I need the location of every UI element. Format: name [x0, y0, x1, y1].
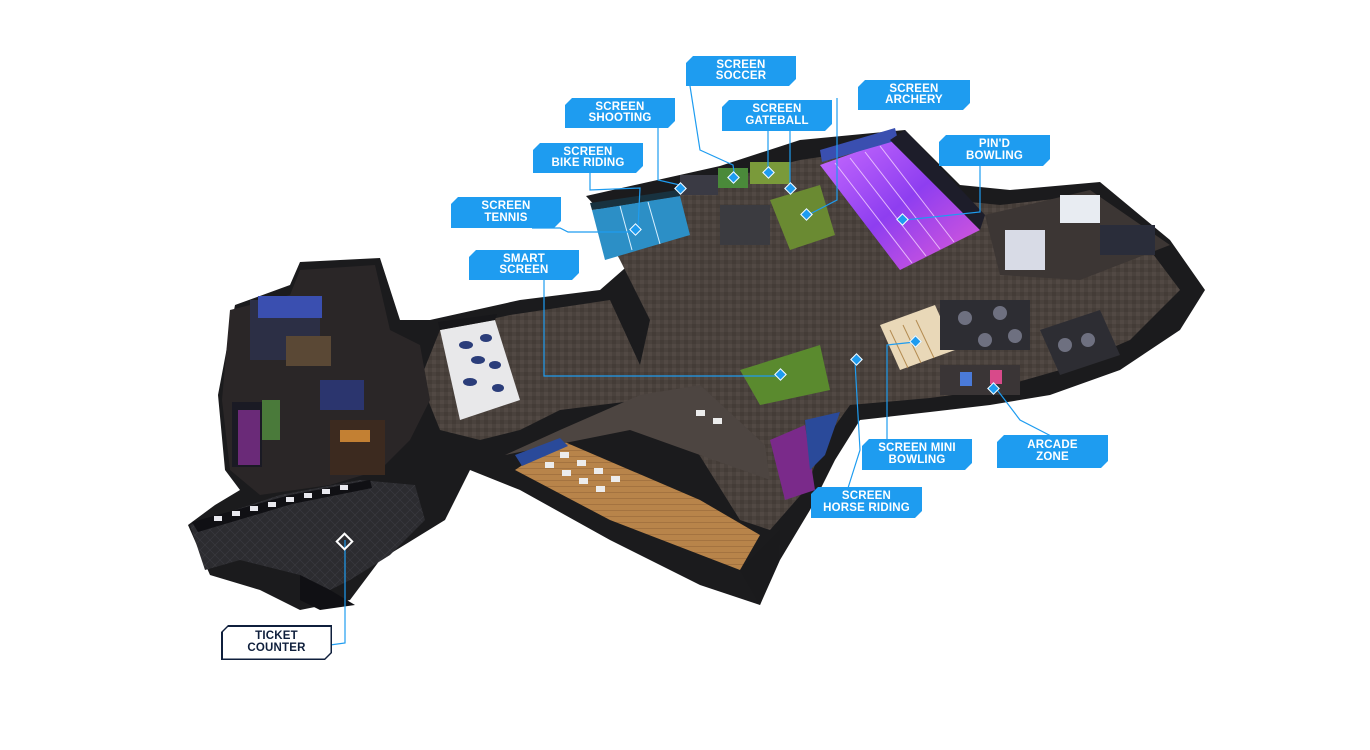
right-wing	[985, 190, 1170, 280]
label-screen-horse-riding[interactable]: SCREEN HORSE RIDING	[811, 487, 922, 518]
label-screen-archery-line1: SCREEN	[889, 82, 939, 95]
label-screen-bike-riding[interactable]: SCREEN BIKE RIDING	[533, 143, 643, 173]
label-screen-horse-riding-line1: SCREEN	[841, 490, 892, 502]
label-smart-screen[interactable]: SMART SCREEN	[469, 250, 579, 280]
label-screen-mini-bowling-line2: BOWLING	[888, 453, 946, 466]
label-ticket-counter[interactable]: TICKET COUNTER	[221, 625, 332, 660]
label-screen-gateball[interactable]: SCREEN GATEBALL	[722, 100, 832, 131]
label-arcade-zone-line1: ARCADE	[1027, 439, 1078, 451]
label-smart-screen-line1: SMART	[503, 252, 545, 265]
label-smart-screen-line2: SCREEN	[499, 264, 549, 276]
left-rooms	[222, 265, 430, 495]
label-screen-shooting[interactable]: SCREEN SHOOTING	[565, 98, 675, 128]
label-screen-mini-bowling[interactable]: SCREEN MINI BOWLING	[862, 439, 972, 470]
smart-screen-room	[438, 314, 520, 420]
label-screen-gateball-line2: GATEBALL	[745, 114, 809, 127]
label-screen-tennis-line1: SCREEN	[481, 200, 531, 212]
dining-hall	[505, 385, 780, 605]
label-screen-soccer-line2: SOCCER	[715, 70, 767, 82]
bowling-lanes	[820, 128, 985, 270]
label-screen-mini-bowling-line1: SCREEN MINI	[878, 442, 956, 454]
ticket-counter-marker[interactable]	[335, 532, 354, 551]
label-arcade-zone-line2: ZONE	[1036, 450, 1069, 463]
label-ticket-counter-line2: COUNTER	[247, 641, 306, 654]
label-screen-horse-riding-line2: HORSE RIDING	[823, 501, 910, 514]
label-screen-soccer-line1: SCREEN	[716, 58, 766, 71]
label-screen-shooting-line2: SHOOTING	[588, 112, 652, 124]
label-screen-tennis-line2: TENNIS	[484, 211, 528, 224]
label-arcade-zone[interactable]: ARCADE ZONE	[997, 435, 1108, 468]
label-pind-bowling-line1: PIN'D	[978, 138, 1011, 150]
label-screen-soccer[interactable]: SCREEN SOCCER	[686, 56, 796, 86]
label-screen-archery-line2: ARCHERY	[885, 94, 943, 106]
label-pind-bowling-line2: BOWLING	[966, 149, 1023, 162]
leader-lines	[329, 85, 1054, 646]
label-pind-bowling[interactable]: PIN'D BOWLING	[939, 135, 1050, 166]
label-screen-bike-riding-line2: BIKE RIDING	[551, 157, 625, 169]
label-screen-archery[interactable]: SCREEN ARCHERY	[858, 80, 970, 110]
label-ticket-counter-line1: TICKET	[255, 630, 298, 642]
label-screen-tennis[interactable]: SCREEN TENNIS	[451, 197, 561, 228]
mini-bowling-arcade	[880, 300, 1120, 395]
label-screen-bike-riding-line1: SCREEN	[563, 145, 613, 158]
label-screen-gateball-line1: SCREEN	[752, 103, 802, 115]
label-screen-shooting-line1: SCREEN	[595, 100, 645, 113]
entrance-area	[190, 480, 425, 610]
